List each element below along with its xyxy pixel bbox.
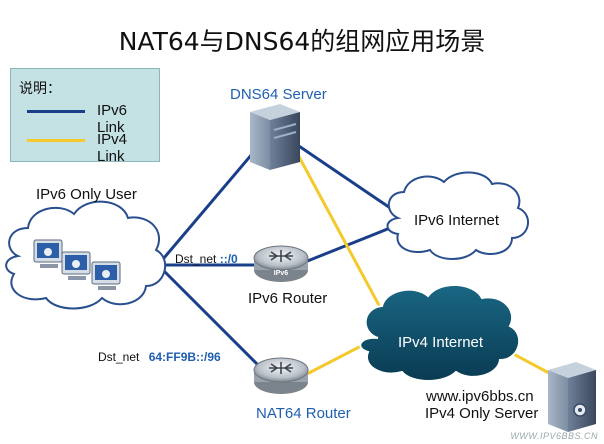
user-pc-icon-2	[61, 251, 91, 280]
link-dns64-ipv4-internet	[288, 139, 397, 336]
ipv6-router-label: IPv6 Router	[248, 290, 328, 307]
dns64-server-icon	[250, 104, 300, 170]
legend-box: 说明： IPv6 Link IPv4 Link	[10, 68, 160, 165]
route-default-value: ::/0	[219, 252, 238, 266]
ipv6-internet-cloud-icon	[386, 171, 529, 260]
legend-label-ipv4: IPv4 Link	[97, 131, 128, 165]
route-nat64-value: 64:FF9B::/96	[148, 350, 221, 364]
dns64-server-label: DNS64 Server	[230, 86, 327, 103]
ipv4-server-icon	[548, 362, 596, 432]
ipv6-internet-label: IPv6 Internet	[414, 212, 500, 229]
nat64-router-icon	[253, 357, 309, 394]
route-default-prefix: Dst_net	[175, 252, 217, 266]
link-user-dns64	[156, 139, 266, 266]
ipv4-link-swatch	[27, 139, 85, 142]
legend-title: 说明：	[19, 81, 61, 97]
ipv6-router-icon	[253, 245, 309, 282]
route-nat64-prefix: Dst_net	[98, 350, 140, 364]
ipv4-internet-cloud-icon	[359, 283, 520, 382]
user-pc-icon-3	[91, 261, 121, 290]
ipv4-internet-label: IPv4 Internet	[398, 334, 484, 351]
route-label-default: Dst_net ::/0	[175, 252, 238, 266]
ipv6-router-badge: IPv6	[274, 270, 289, 277]
watermark: WWW.IPV6BBS.CN	[510, 431, 598, 441]
ipv6-link-swatch	[27, 110, 85, 113]
legend-label-ipv6: IPv6 Link	[97, 102, 128, 136]
ipv6-user-label: IPv6 Only User	[36, 186, 137, 203]
nat64-router-label: NAT64 Router	[256, 405, 351, 422]
legend-item-ipv4: IPv4 Link	[27, 131, 157, 165]
ipv6-user-cloud-icon	[5, 200, 166, 310]
link-dns64-ipv6-internet	[289, 138, 406, 220]
ipv4-server-label: IPv4 Only Server	[425, 405, 539, 422]
user-pc-icon-1	[33, 239, 63, 268]
route-label-nat64: Dst_net 64:FF9B::/96	[98, 350, 221, 364]
legend-item-ipv6: IPv6 Link	[27, 102, 157, 136]
diagram-title: NAT64与DNS64的组网应用场景	[118, 27, 486, 56]
ipv4-server-host-label: www.ipv6bbs.cn	[426, 388, 534, 405]
link-user-nat64-router	[156, 263, 270, 377]
